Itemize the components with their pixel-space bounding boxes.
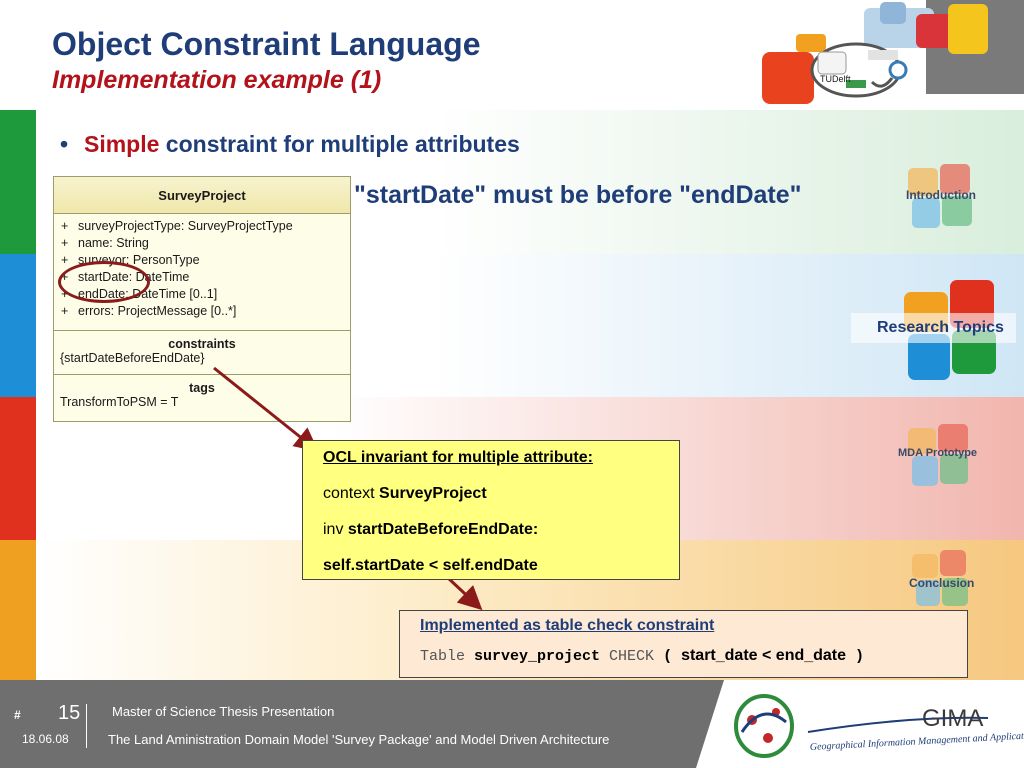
- implementation-box: Implemented as table check constraint Ta…: [399, 610, 968, 678]
- uml-attribute: +name: String: [61, 236, 149, 250]
- uml-constraints-title: constraints: [168, 337, 236, 351]
- ocl-heading: OCL invariant for multiple attribute:: [323, 449, 593, 466]
- constraint-statement: "startDate" must be before "endDate": [354, 181, 802, 209]
- puzzle-icon: [908, 424, 968, 486]
- ocl-expression: self.startDate < self.endDate: [323, 557, 538, 574]
- bullet-text: constraint for multiple attributes: [159, 131, 520, 157]
- puzzle-icon: [912, 550, 968, 606]
- footer-divider: [86, 704, 87, 748]
- impl-sql-line: Table survey_project CHECK ( start_date …: [420, 647, 865, 665]
- uml-tags-title: tags: [189, 381, 215, 395]
- uml-constraints-value: {startDateBeforeEndDate}: [60, 351, 205, 365]
- footer-line-1: Master of Science Thesis Presentation: [112, 704, 335, 719]
- footer-line-2: The Land Aministration Domain Model 'Sur…: [108, 732, 610, 747]
- bullet-point: • Simple constraint for multiple attribut…: [60, 131, 520, 158]
- arrow-to-impl: [445, 575, 483, 611]
- uml-attribute: +surveyProjectType: SurveyProjectType: [61, 219, 293, 233]
- ocl-invariant-box: OCL invariant for multiple attribute: co…: [302, 440, 680, 580]
- bullet-dot: •: [60, 131, 69, 157]
- footer-hash: #: [14, 708, 21, 722]
- footer-date: 18.06.08: [22, 732, 69, 746]
- highlight-circle: [58, 261, 150, 303]
- gima-logo-text: GIMA: [922, 705, 983, 732]
- slide-footer: # 15 18.06.08 Master of Science Thesis P…: [0, 680, 1024, 768]
- gima-logo: GIMA Geographical Information Management…: [696, 680, 1024, 768]
- uml-class-name: SurveyProject: [54, 177, 350, 214]
- arrow-to-ocl: [213, 366, 319, 452]
- uml-constraints-section: constraints {startDateBeforeEndDate}: [54, 331, 350, 375]
- ocl-inv-line: inv startDateBeforeEndDate:: [323, 521, 539, 538]
- uml-tags-section: tags TransformToPSM = T: [54, 375, 350, 419]
- slide-subtitle: Implementation example (1): [52, 66, 382, 94]
- nav-conclusion[interactable]: Conclusion: [909, 576, 975, 590]
- puzzle-logo: TUDelft: [762, 0, 1024, 104]
- tudelft-logo-text: TUDelft: [820, 74, 851, 84]
- slide-number: 15: [58, 702, 81, 724]
- nav-introduction[interactable]: Introduction: [906, 188, 976, 202]
- slide-title: Object Constraint Language: [52, 26, 481, 62]
- uml-attribute: +errors: ProjectMessage [0..*]: [61, 304, 237, 318]
- bullet-highlight: Simple: [84, 131, 160, 157]
- nav-mda-prototype[interactable]: MDA Prototype: [898, 447, 978, 459]
- puzzle-icon: [908, 164, 972, 228]
- impl-heading: Implemented as table check constraint: [420, 617, 715, 634]
- ocl-context-line: context SurveyProject: [323, 485, 487, 502]
- nav-research-topics[interactable]: Research Topics: [851, 313, 1016, 343]
- uml-tags-value: TransformToPSM = T: [60, 395, 179, 409]
